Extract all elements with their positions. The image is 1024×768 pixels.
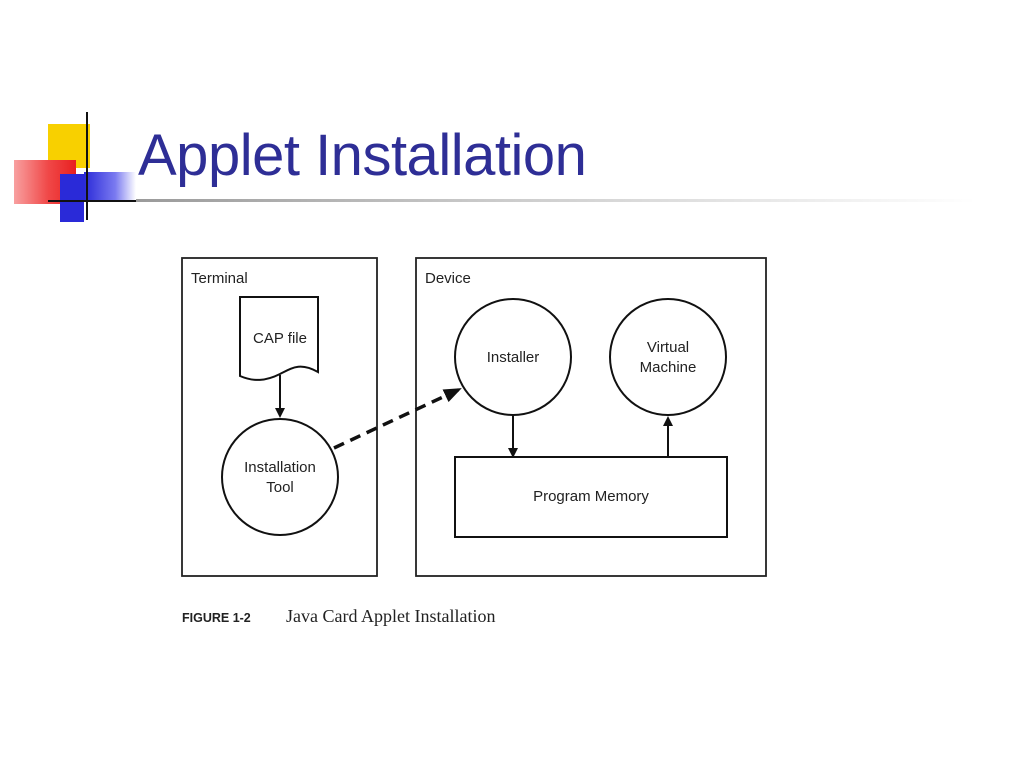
installer-label: Installer <box>487 349 540 366</box>
horizontal-line-decoration <box>48 200 148 202</box>
dashed-arrow-tool-to-installer <box>333 387 462 450</box>
figure-number: FIGURE 1-2 <box>182 611 251 625</box>
blue-square-decoration <box>60 174 84 222</box>
cap-file-label: CAP file <box>253 330 307 347</box>
virtual-machine-circle <box>609 298 727 416</box>
device-box <box>415 257 767 577</box>
device-label: Device <box>425 270 471 287</box>
blue-fade-decoration <box>84 172 136 200</box>
terminal-box <box>181 257 378 577</box>
slide-corner-decoration <box>0 0 150 230</box>
installation-tool-label-line2: Tool <box>266 479 294 496</box>
installation-tool-label-line1: Installation <box>244 459 316 476</box>
cap-file-document-shape <box>239 296 319 381</box>
slide-title: Applet Installation <box>138 123 587 188</box>
installation-tool-circle <box>221 418 339 536</box>
terminal-label: Terminal <box>191 270 248 287</box>
virtual-machine-label-line1: Virtual <box>647 339 689 356</box>
program-memory-box <box>454 456 728 538</box>
title-underline-rule <box>136 199 976 202</box>
program-memory-label: Program Memory <box>533 488 649 505</box>
virtual-machine-label-line2: Machine <box>640 359 697 376</box>
vertical-line-decoration <box>86 112 88 220</box>
figure-caption: Java Card Applet Installation <box>286 606 495 626</box>
